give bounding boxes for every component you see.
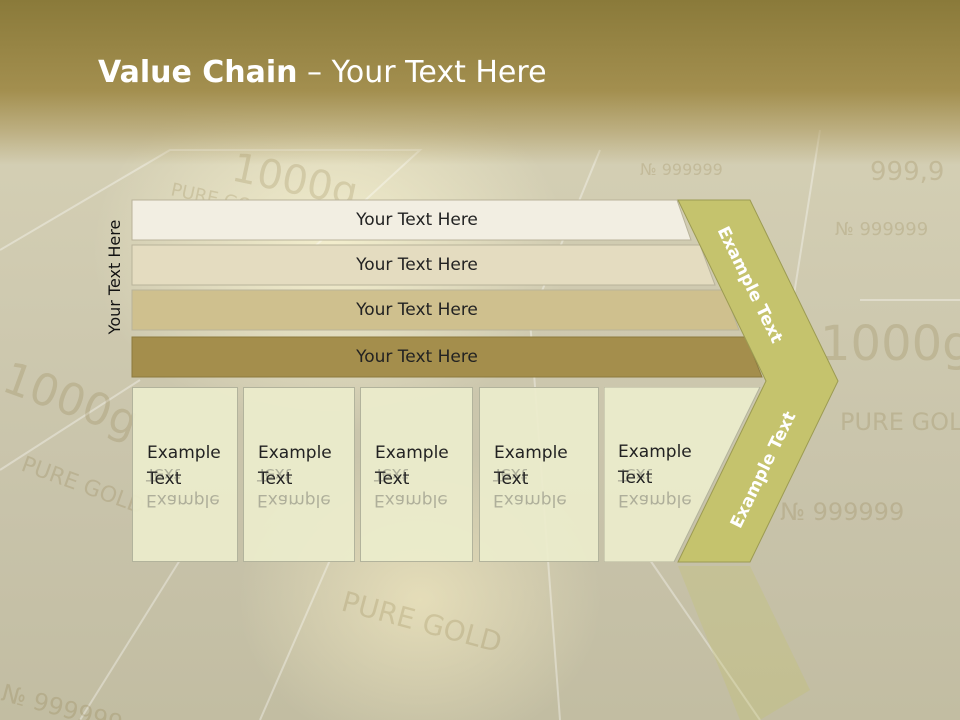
svg-text:1000g: 1000g	[820, 316, 960, 372]
chevron-shape	[677, 199, 839, 563]
slide-title-rest: – Your Text Here	[297, 55, 547, 90]
example-box-4-line2: Text	[494, 469, 529, 489]
example-box-5-line2: Text	[618, 468, 653, 488]
example-box-1-line2: Text	[147, 469, 182, 489]
example-box-2-line2: Text	[258, 469, 293, 489]
example-box-1-line1: Example	[147, 443, 221, 463]
example-box-3-line1: Example	[375, 443, 449, 463]
band-2-label: Your Text Here	[356, 255, 478, 275]
example-box-2-line1: Example	[258, 443, 332, 463]
band-1-shape	[131, 199, 692, 241]
example-box-5-line1: Example	[618, 442, 692, 462]
svg-text:№ 999999: № 999999	[780, 498, 904, 526]
band-4-shape	[131, 336, 763, 378]
example-box-4-line1: Example	[494, 443, 568, 463]
band-4-label: Your Text Here	[356, 347, 478, 367]
slide-title: Value Chain – Your Text Here	[98, 55, 547, 90]
band-1-label: Your Text Here	[356, 210, 478, 230]
band-3-shape	[131, 289, 740, 331]
example-box-3-line2: Text	[375, 469, 410, 489]
svg-text:PURE GOLD: PURE GOLD	[840, 408, 960, 436]
chevron-reflection	[678, 566, 810, 720]
band-2-shape	[131, 244, 716, 286]
title-band	[0, 0, 960, 165]
example-box-5-shape	[604, 387, 761, 562]
slide-title-bold: Value Chain	[98, 55, 298, 90]
band-3-label: Your Text Here	[356, 300, 478, 320]
svg-text:№ 999999: № 999999	[835, 219, 928, 240]
